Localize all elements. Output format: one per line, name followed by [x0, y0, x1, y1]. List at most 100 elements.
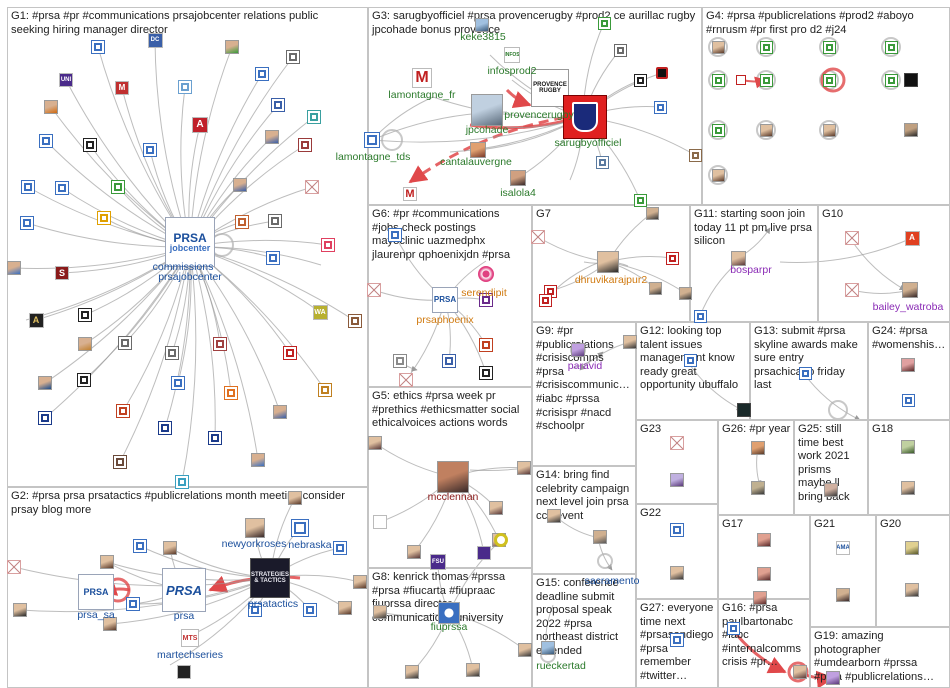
g1-node-34[interactable] [171, 376, 185, 390]
g4-avatar-6[interactable] [759, 123, 773, 137]
g7-missing-1[interactable] [531, 230, 545, 244]
g1-node-27[interactable] [118, 336, 132, 350]
g27-node-1[interactable] [670, 633, 684, 647]
g1-avatar-36[interactable] [273, 405, 287, 419]
g2-avatar-4[interactable] [103, 617, 117, 631]
g3-node-4[interactable] [653, 100, 667, 114]
g1-node-42[interactable] [113, 455, 127, 469]
g1-node-4[interactable] [286, 50, 300, 64]
g14-avatar-2[interactable] [593, 530, 607, 544]
nebraska-node[interactable] [291, 519, 309, 537]
g2-node-7[interactable] [303, 603, 317, 617]
g3-m-node[interactable]: M [403, 187, 417, 201]
g8-ring-node[interactable] [494, 533, 508, 547]
g2-dark-node[interactable] [177, 665, 191, 679]
g7-node-5[interactable] [538, 293, 552, 307]
g1-node-33[interactable] [116, 404, 130, 418]
g1-avatar-26[interactable] [78, 337, 92, 351]
node-m-red[interactable]: M [115, 81, 129, 95]
g24-avatar-1[interactable] [901, 358, 915, 372]
g4-node-7[interactable] [822, 40, 836, 54]
g1-node-8[interactable] [39, 134, 53, 148]
g22-node-1[interactable] [670, 523, 684, 537]
g3-node-0[interactable] [597, 16, 611, 30]
node-a-black[interactable]: A [28, 312, 44, 328]
g4-avatar-3[interactable] [711, 168, 725, 182]
infosprod2-node[interactable]: INFOS [504, 47, 520, 63]
g1-node-20[interactable] [268, 214, 282, 228]
g5-avatar-1[interactable] [407, 545, 421, 559]
g2-node-3[interactable] [126, 597, 140, 611]
g6-node-3[interactable] [479, 366, 493, 380]
g2-node-1[interactable] [133, 539, 147, 553]
g25-avatar-1[interactable] [824, 483, 838, 497]
g2-avatar-6[interactable] [353, 575, 367, 589]
g16-avatar-1[interactable] [793, 665, 807, 679]
g21-avatar-1[interactable] [836, 588, 850, 602]
g3-red-node-3[interactable] [656, 67, 668, 79]
g1-node-7[interactable] [271, 98, 285, 112]
node-a-red[interactable]: A [192, 117, 208, 133]
g12-dark-node[interactable] [737, 403, 751, 417]
g6-missing-1[interactable] [367, 283, 381, 297]
g1-node-13[interactable] [21, 180, 35, 194]
g26-avatar-1[interactable] [751, 441, 765, 455]
g2-avatar-8[interactable] [338, 601, 352, 615]
g21-ama-node[interactable]: AMA [836, 541, 850, 555]
g2-node-9[interactable] [248, 603, 262, 617]
fiuprssa-node[interactable] [438, 602, 460, 624]
g13-node-1[interactable] [798, 366, 812, 380]
g5-avatar-3[interactable] [489, 501, 503, 515]
g5-c3-node[interactable] [373, 515, 387, 529]
g1-node-39[interactable] [208, 431, 222, 445]
isalola4-node[interactable] [510, 170, 526, 186]
g6-node-0[interactable] [388, 228, 402, 242]
g17-avatar-1[interactable] [757, 567, 771, 581]
g26-avatar-2[interactable] [751, 481, 765, 495]
g6-node-1[interactable] [479, 293, 493, 307]
g3-node-6[interactable] [633, 193, 647, 207]
g4-avatar-b[interactable] [904, 123, 918, 137]
g12-node-1[interactable] [683, 353, 697, 367]
g3-node-1[interactable] [613, 43, 627, 57]
jpcohade-node[interactable] [471, 94, 503, 126]
g11-node-1[interactable] [693, 309, 707, 323]
g2-avatar-2[interactable] [163, 541, 177, 555]
g2-avatar-0[interactable] [100, 555, 114, 569]
g4-red-node[interactable] [736, 75, 746, 85]
g1-node-38[interactable] [158, 421, 172, 435]
g6-node-5[interactable] [442, 354, 456, 368]
g1-node-14[interactable] [55, 181, 69, 195]
bosparpr-node[interactable] [730, 250, 746, 266]
g16-node-1[interactable] [726, 621, 740, 635]
g1-node-37[interactable] [318, 383, 332, 397]
g1-node-29[interactable] [213, 337, 227, 351]
g1-node-23[interactable] [321, 238, 335, 252]
g6-node-6[interactable] [393, 354, 407, 368]
g1-node-28[interactable] [165, 346, 179, 360]
g4-node-5[interactable] [759, 73, 773, 87]
prsatactics-node[interactable]: STRATEGIES & TACTICS [250, 558, 290, 598]
g7-avatar-2[interactable] [648, 281, 662, 295]
g20-avatar-1[interactable] [905, 541, 919, 555]
g10-missing-2[interactable] [845, 283, 859, 297]
g1-node-18[interactable] [97, 211, 111, 225]
g1-node-5[interactable] [307, 110, 321, 124]
mcclennan-node[interactable] [437, 461, 469, 493]
g7-node-1[interactable] [665, 251, 679, 265]
g1-node-3[interactable] [255, 67, 269, 81]
g1-node-32[interactable] [77, 373, 91, 387]
g1-avatar-6[interactable] [44, 100, 58, 114]
g4-node-11[interactable] [884, 73, 898, 87]
martechseries-node[interactable]: MTS [181, 629, 199, 647]
g4-node-10[interactable] [884, 40, 898, 54]
g1-avatar-21[interactable] [7, 261, 21, 275]
g1-node-43[interactable] [175, 475, 189, 489]
g1-avatar-31[interactable] [38, 376, 52, 390]
g1-node-35[interactable] [224, 386, 238, 400]
g15-avatar-1[interactable] [541, 641, 555, 655]
g9-avatar-1[interactable] [571, 343, 585, 357]
g9-avatar-2[interactable] [623, 335, 637, 349]
g14-avatar-1[interactable] [547, 509, 561, 523]
g5-avatar-4[interactable] [517, 461, 531, 475]
